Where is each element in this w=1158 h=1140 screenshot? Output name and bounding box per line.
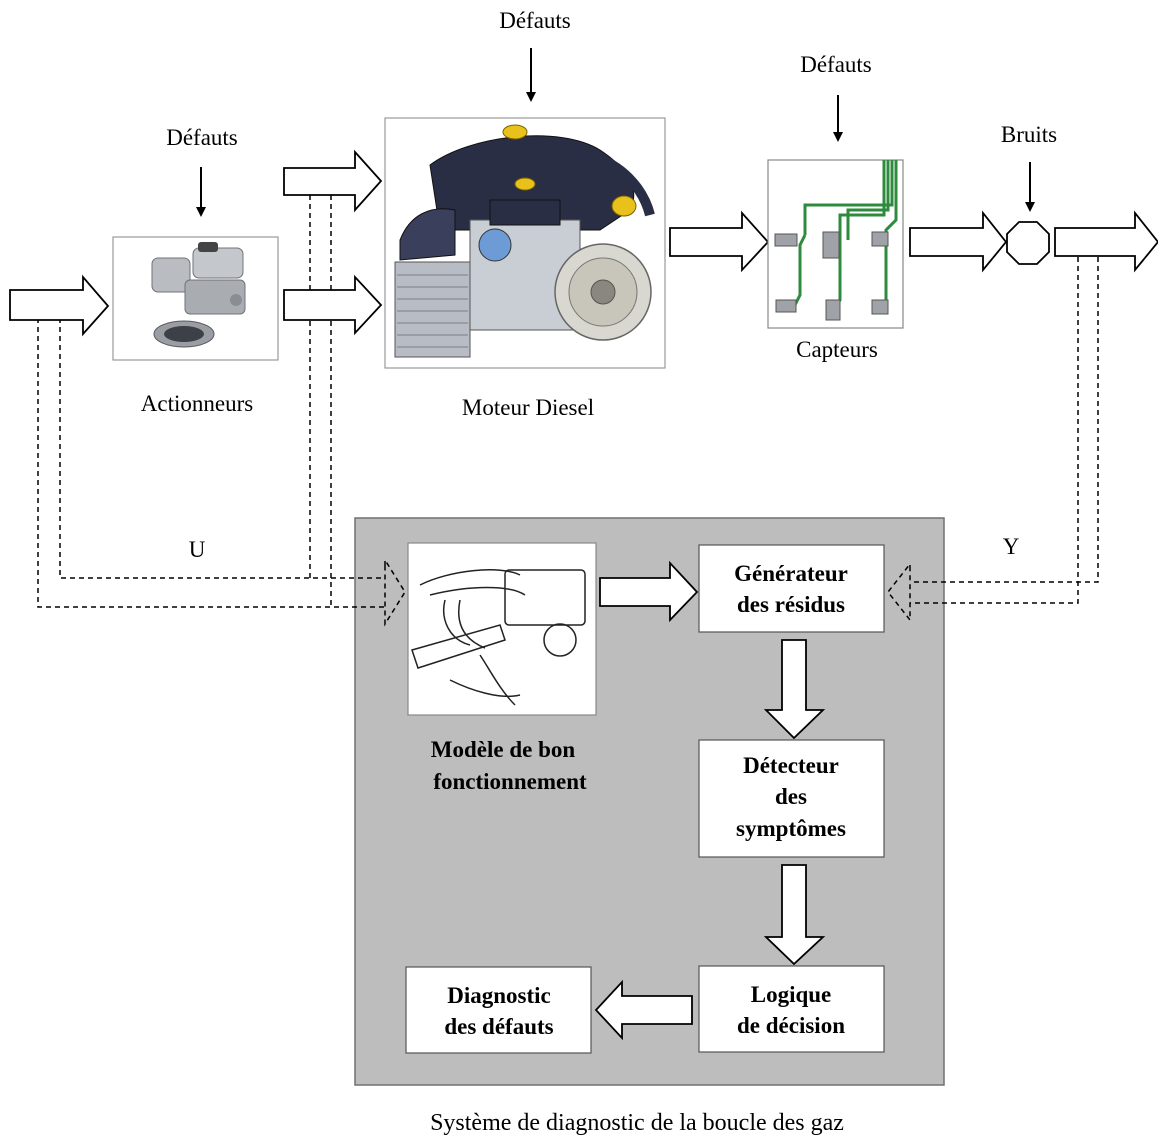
input-arrow — [9, 274, 110, 337]
arrow-capteurs-to-noise — [909, 210, 1008, 273]
diagnostic-box — [405, 966, 592, 1054]
diagnostic-label-line2: des défauts — [444, 1014, 553, 1039]
actionneurs-label: Actionneurs — [141, 391, 253, 416]
defauts-label-moteur: Défauts — [499, 8, 571, 33]
generateur-box — [698, 544, 885, 633]
generateur-label-line1: Générateur — [734, 561, 848, 586]
y-signal-dashed-lines — [887, 257, 1099, 623]
u-label: U — [189, 537, 206, 562]
moteur-image — [384, 117, 666, 369]
moteur-label: Moteur Diesel — [462, 395, 594, 420]
modele-label-line1: Modèle de bon — [431, 737, 576, 762]
arrow-detecteur-to-logique — [763, 864, 826, 966]
output-arrow — [1054, 210, 1158, 273]
modele-image — [407, 542, 597, 716]
actionneurs-image — [112, 236, 279, 361]
modele-label-line2: fonctionnement — [433, 769, 587, 794]
engine-sketch-icon — [411, 569, 586, 706]
figure-caption: Système de diagnostic de la boucle des g… — [430, 1110, 844, 1136]
u-signal-dashed-lines — [37, 195, 406, 627]
detecteur-label-line2: des — [775, 784, 807, 809]
arrow-to-moteur-upper — [283, 149, 383, 213]
detecteur-label-line1: Détecteur — [743, 753, 839, 778]
logique-box — [698, 965, 885, 1053]
noise-summing-node — [1006, 221, 1050, 265]
defauts-label-actionneurs: Défauts — [166, 125, 238, 150]
capteurs-image — [767, 159, 904, 329]
diagnostic-label-line1: Diagnostic — [447, 983, 551, 1008]
logique-label-line2: de décision — [737, 1013, 845, 1038]
engine-icon — [394, 124, 655, 358]
generateur-label-line2: des résidus — [737, 592, 845, 617]
sensor-heads-icon — [774, 231, 889, 321]
capteurs-label: Capteurs — [796, 337, 878, 362]
arrow-generateur-to-detecteur — [763, 639, 826, 740]
arrow-logique-to-diagnostic — [594, 979, 693, 1041]
bruits-label: Bruits — [1001, 122, 1057, 147]
arrow-modele-to-generateur — [599, 560, 699, 623]
y-label: Y — [1003, 534, 1020, 559]
detecteur-box — [698, 739, 885, 858]
detecteur-label-line3: symptômes — [736, 816, 846, 841]
defauts-label-capteurs: Défauts — [800, 52, 872, 77]
logique-label-line1: Logique — [751, 982, 832, 1007]
arrow-moteur-to-capteurs — [669, 210, 770, 273]
throttle-valve-icon — [151, 242, 246, 348]
arrow-to-moteur-lower — [283, 274, 383, 336]
